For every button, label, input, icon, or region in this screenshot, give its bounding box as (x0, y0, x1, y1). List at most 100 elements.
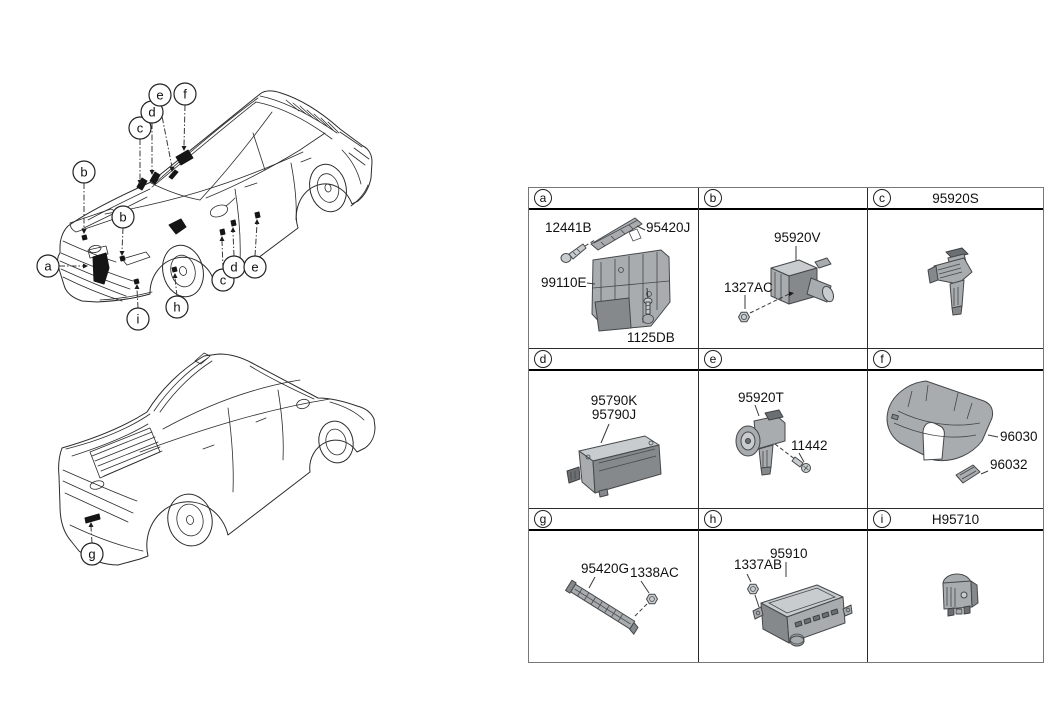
part-label-95790k: 95790K (591, 393, 638, 408)
svg-text:i: i (137, 312, 140, 327)
part-label-95420j: 95420J (646, 220, 690, 235)
parts-grid: a (528, 187, 1044, 663)
rear-wheel (309, 163, 347, 213)
cell-g-header: g (529, 509, 698, 531)
cell-f-header: f (868, 349, 1043, 371)
svg-text:c: c (137, 121, 144, 136)
cell-h-header: h (699, 509, 867, 531)
front-right-wheel (318, 420, 354, 464)
svg-text:g: g (88, 547, 95, 562)
callout-a: a (36, 254, 60, 278)
svg-text:f: f (183, 87, 187, 102)
rear-left-wheel (167, 493, 213, 547)
part-art-95790k (566, 423, 662, 498)
cell-g: g (529, 509, 699, 662)
part-label-11442: 11442 (791, 438, 828, 453)
svg-text:d: d (230, 260, 237, 275)
svg-text:c: c (220, 273, 227, 288)
part-label-96030: 96030 (1000, 429, 1038, 444)
cell-a: a (529, 188, 699, 349)
svg-text:a: a (44, 259, 52, 274)
svg-text:e: e (156, 88, 163, 103)
part-label-95920v: 95920V (774, 230, 821, 245)
callout-c1: c (128, 116, 152, 140)
top-car-drawing: a b b c c d d e e f h i (36, 82, 373, 331)
callout-letter-d: d (534, 350, 552, 368)
front-wheel (162, 244, 204, 298)
callout-letter-h: h (704, 510, 722, 528)
header-part-number-h95710: H95710 (931, 511, 980, 527)
callout-letter-i: i (873, 510, 891, 528)
cell-d-header: d (529, 349, 698, 371)
part-label-1337ab: 1337AB (734, 557, 782, 572)
cell-d: d 95790K (529, 349, 699, 509)
callout-g: g (80, 542, 104, 566)
part-art-95920v (770, 246, 835, 305)
header-part-number-95920s: 95920S (932, 190, 979, 206)
callout-letter-b: b (704, 189, 722, 207)
callout-e2: e (243, 255, 267, 279)
cell-b: b (699, 188, 868, 349)
callout-letter-a: a (534, 189, 552, 207)
cell-i: H95710 i (868, 509, 1043, 662)
part-label-12441b: 12441B (545, 220, 592, 235)
callout-b2: b (111, 205, 135, 229)
svg-text:d: d (148, 105, 155, 120)
cell-h: h (699, 509, 868, 662)
callout-letter-e: e (704, 350, 722, 368)
callout-e1: e (148, 83, 172, 107)
cell-c-header: 95920S c (868, 188, 1043, 210)
part-art-1338ac-nut (640, 580, 658, 605)
callout-leaders-top (59, 104, 260, 309)
part-label-96032: 96032 (990, 457, 1028, 472)
svg-text:b: b (119, 210, 126, 225)
part-label-1338ac: 1338AC (630, 565, 679, 580)
callout-f: f (173, 82, 197, 106)
callout-h: h (165, 295, 189, 319)
cell-e-header: e (699, 349, 867, 371)
part-label-1327ac: 1327AC (724, 280, 773, 295)
callout-leader-g (88, 522, 94, 544)
part-label-95420g: 95420G (581, 561, 629, 576)
part-art-1327ac-nut (738, 291, 794, 323)
cell-a-header: a (529, 188, 698, 210)
mounted-parts-marks (81, 149, 261, 285)
part-label-95910: 95910 (770, 546, 808, 561)
side-mirror (209, 197, 236, 218)
callout-letter-f: f (873, 350, 891, 368)
part-art-h95710 (942, 573, 979, 617)
part-art-1125db-screw (642, 287, 654, 324)
cell-i-header: H95710 i (868, 509, 1043, 531)
svg-text:e: e (251, 260, 258, 275)
svg-text:b: b (80, 165, 87, 180)
callout-d2: d (222, 255, 246, 279)
part-art-1337ab-nut (746, 573, 760, 608)
part-label-1125db: 1125DB (627, 330, 675, 345)
part-art-11442-bolt (774, 443, 811, 473)
rear-antenna-part-mark (84, 513, 101, 524)
part-art-99110e (586, 249, 671, 332)
bottom-car-drawing: g (58, 352, 376, 566)
part-art-95920s (927, 247, 973, 316)
part-label-95790j: 95790J (592, 407, 636, 422)
part-label-95920t: 95920T (738, 390, 784, 405)
part-art-95920t (735, 404, 786, 476)
part-art-95420g (565, 576, 648, 635)
part-label-99110e: 99110E (541, 275, 587, 290)
part-art-95910 (752, 562, 853, 647)
part-art-12441b-screw (560, 239, 596, 263)
cell-e: e (699, 349, 868, 509)
car-body (58, 352, 376, 566)
svg-text:h: h (173, 300, 180, 315)
callout-i: i (126, 307, 150, 331)
car-body (57, 90, 373, 303)
cell-f: f (868, 349, 1043, 509)
part-art-95420j (590, 217, 646, 251)
callout-letter-g: g (534, 510, 552, 528)
callout-b1: b (72, 160, 96, 184)
part-art-96030 (886, 380, 999, 462)
part-art-96032 (955, 464, 989, 484)
callout-letter-c: c (873, 189, 891, 207)
cell-c: 95920S c (868, 188, 1043, 349)
